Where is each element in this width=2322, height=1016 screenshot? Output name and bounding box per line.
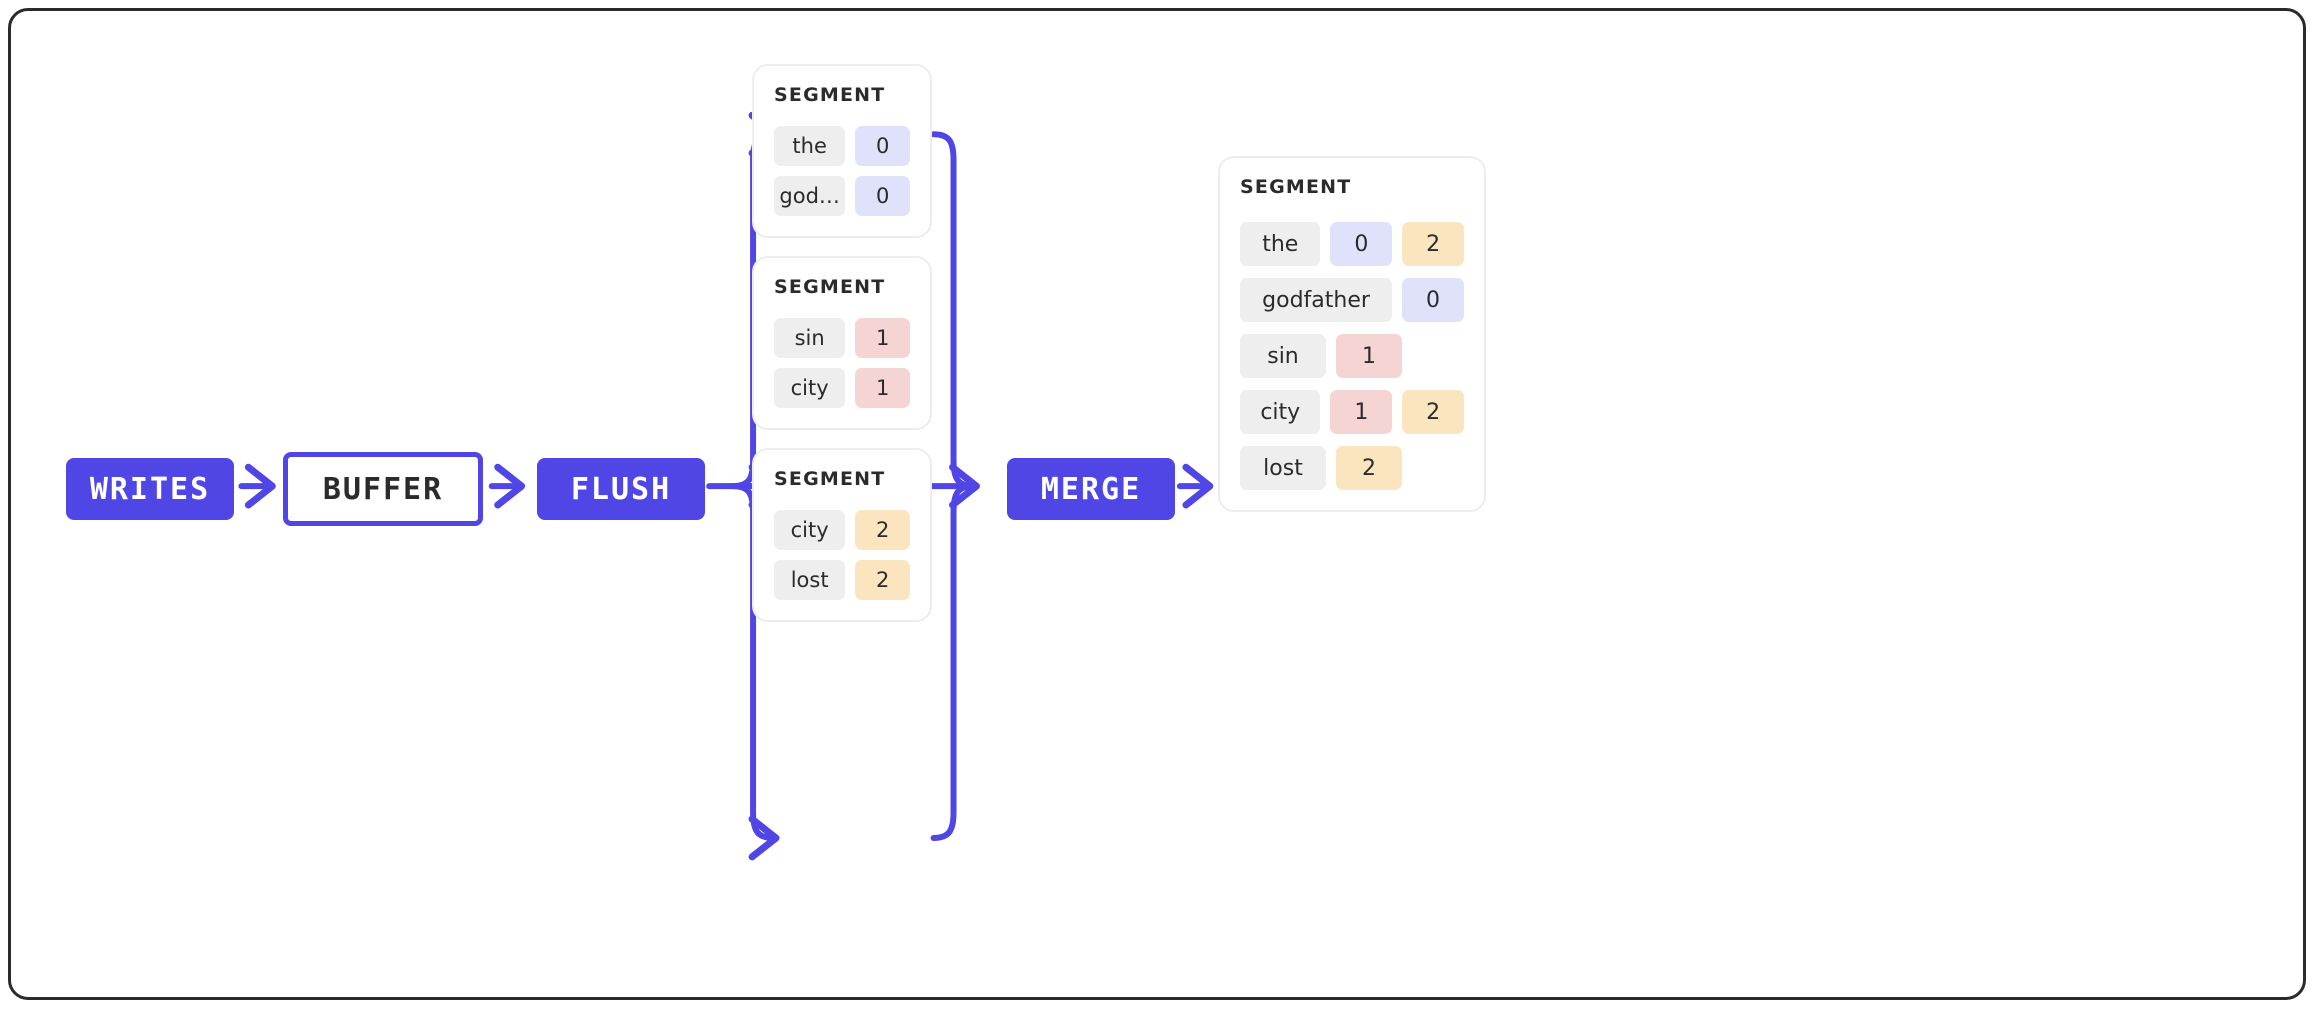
segment-title: SEGMENT: [774, 276, 886, 298]
segment-value-cell: 1: [855, 368, 910, 408]
stage-merge[interactable]: MERGE: [1007, 458, 1175, 520]
stage-buffer[interactable]: BUFFER: [283, 452, 483, 526]
segment-key-cell: lost: [774, 560, 846, 600]
segment-title: SEGMENT: [774, 468, 886, 490]
segment-key-cell: city: [774, 510, 846, 550]
segment-value-cell: 2: [855, 510, 910, 550]
segment-key-cell: the: [774, 126, 846, 166]
segment-title: SEGMENT: [774, 84, 886, 106]
segment-value-cell: 2: [855, 560, 910, 600]
segment-value-cell: 1: [1336, 334, 1402, 378]
segment-key-cell: city: [1240, 390, 1321, 434]
connector-merge-to-segment: [1176, 463, 1214, 509]
connector-writes-to-buffer: [238, 463, 276, 509]
segment-value-cell: 0: [855, 176, 910, 216]
segment-title: SEGMENT: [1240, 176, 1352, 198]
segment-key-cell: god…: [774, 176, 846, 216]
segment-row: god…0: [774, 176, 910, 216]
segment-value-cell: 0: [1402, 278, 1464, 322]
segment-key-cell: sin: [1240, 334, 1326, 378]
segment-value-cell: 1: [855, 318, 910, 358]
segment-value-cell: 0: [1330, 222, 1393, 266]
segment-key-cell: city: [774, 368, 846, 408]
segment-value-cell: 2: [1402, 390, 1465, 434]
connector-buffer-to-flush: [488, 463, 526, 509]
segment-key-cell: sin: [774, 318, 846, 358]
connector-segments-fanin: [928, 131, 980, 841]
segment-value-cell: 1: [1330, 390, 1393, 434]
segment-value-cell: 2: [1402, 222, 1465, 266]
stage-writes[interactable]: WRITES: [66, 458, 234, 520]
segment-value-cell: 2: [1336, 446, 1402, 490]
segment-value-cell: 0: [855, 126, 910, 166]
segment-key-cell: godfather: [1240, 278, 1393, 322]
segment-key-cell: lost: [1240, 446, 1326, 490]
stage-flush[interactable]: FLUSH: [537, 458, 705, 520]
segment-key-cell: the: [1240, 222, 1321, 266]
